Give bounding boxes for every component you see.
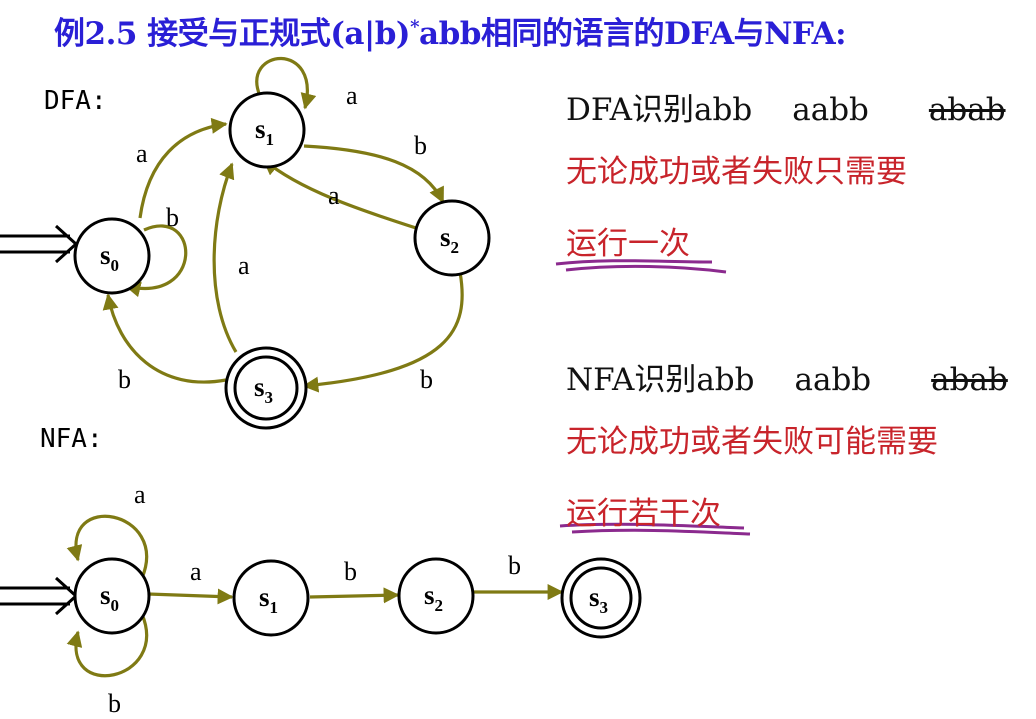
- dfa-word-aabb: aabb: [792, 92, 869, 128]
- svg-text:s2: s2: [440, 222, 459, 257]
- nfa-note-line3: 运行若干次: [566, 496, 721, 532]
- title-kleene-star: *: [410, 16, 420, 38]
- nfa-state-s2: s2: [397, 557, 475, 635]
- svg-text:s0: s0: [100, 240, 119, 275]
- dfa-recognize-prefix: DFA识别abb: [566, 92, 753, 128]
- dfa-edge-s0-s1: [138, 117, 228, 219]
- nfa-state-s3-accepting: s3: [560, 557, 642, 639]
- dfa-edge-label: a: [136, 139, 148, 168]
- dfa-edge-label: b: [166, 203, 179, 232]
- dfa-edge-s0-s0: [124, 224, 188, 298]
- svg-text:s1: s1: [259, 582, 278, 617]
- dfa-edge-label: a: [238, 251, 250, 280]
- dfa-edge-label: a: [346, 81, 358, 110]
- dfa-state-s3-accepting: s3: [224, 346, 308, 430]
- dfa-state-s2: s2: [413, 199, 491, 277]
- underline-nfa-run-several: [559, 522, 751, 536]
- dfa-edge-s1-s1: [255, 56, 317, 110]
- nfa-note-line2: 无论成功或者失败可能需要: [566, 424, 938, 460]
- svg-text:s3: s3: [254, 372, 273, 407]
- underline-dfa-run-once: [555, 259, 727, 274]
- dfa-edge-label: a: [328, 181, 340, 210]
- dfa-edge-s3-s1: [212, 162, 238, 353]
- svg-text:s1: s1: [255, 114, 274, 149]
- dfa-edge-s1-s2: [303, 144, 445, 204]
- nfa-edge-s1-s2: [309, 587, 400, 604]
- dfa-edge-label: b: [414, 131, 427, 160]
- dfa-state-s1: s1: [228, 91, 306, 169]
- dfa-edge-label: b: [118, 365, 131, 394]
- dfa-label: DFA:: [44, 86, 107, 116]
- dfa-word-abab: abab: [928, 92, 1006, 128]
- nfa-label: NFA:: [40, 424, 103, 454]
- nfa-recognize-line: NFA识别abb aabb abab: [566, 354, 1008, 399]
- nfa-recognize-prefix: NFA识别abb: [566, 362, 755, 398]
- svg-text:s2: s2: [424, 580, 443, 615]
- dfa-start-arrow: [0, 224, 79, 264]
- nfa-word-aabb: aabb: [794, 362, 872, 398]
- nfa-edge-label: b: [108, 689, 121, 718]
- nfa-graph: a b a b b s0 s1 s2 s3: [0, 480, 642, 718]
- nfa-edge-label: a: [134, 480, 146, 509]
- page-title: 例2.5 接受与正规式(a|b)*abb相同的语言的DFA与NFA:: [54, 8, 847, 53]
- nfa-edge-s0-s0-b: [66, 613, 149, 678]
- nfa-start-arrow: [0, 576, 79, 616]
- nfa-state-s0: s0: [73, 557, 151, 635]
- dfa-state-s0: s0: [73, 217, 151, 295]
- nfa-word-abab: abab: [931, 362, 1008, 398]
- dfa-edge-label: b: [420, 365, 433, 394]
- dfa-graph: a b a b a b a b s0 s1 s2 s3: [0, 56, 491, 430]
- nfa-state-s1: s1: [232, 559, 310, 637]
- title-suffix: abb相同的语言的DFA与NFA:: [419, 16, 847, 52]
- dfa-note-line3: 运行一次: [566, 226, 690, 262]
- dfa-edge-s2-s3: [302, 271, 464, 393]
- svg-text:s0: s0: [100, 580, 119, 615]
- nfa-edge-s0-s1: [147, 588, 234, 605]
- dfa-recognize-line: DFA识别abb aabb abab: [566, 84, 1006, 129]
- nfa-edge-label: b: [344, 557, 357, 586]
- title-prefix: 例2.5 接受与正规式(a|b): [54, 16, 411, 52]
- nfa-edge-label: a: [190, 557, 202, 586]
- dfa-edge-s3-s0: [102, 293, 227, 384]
- dfa-note-line2: 无论成功或者失败只需要: [566, 154, 907, 190]
- dfa-edge-s2-s1: [262, 158, 417, 230]
- nfa-edge-label: b: [508, 551, 521, 580]
- nfa-edge-s0-s0-a: [66, 514, 149, 579]
- svg-text:s3: s3: [589, 582, 608, 617]
